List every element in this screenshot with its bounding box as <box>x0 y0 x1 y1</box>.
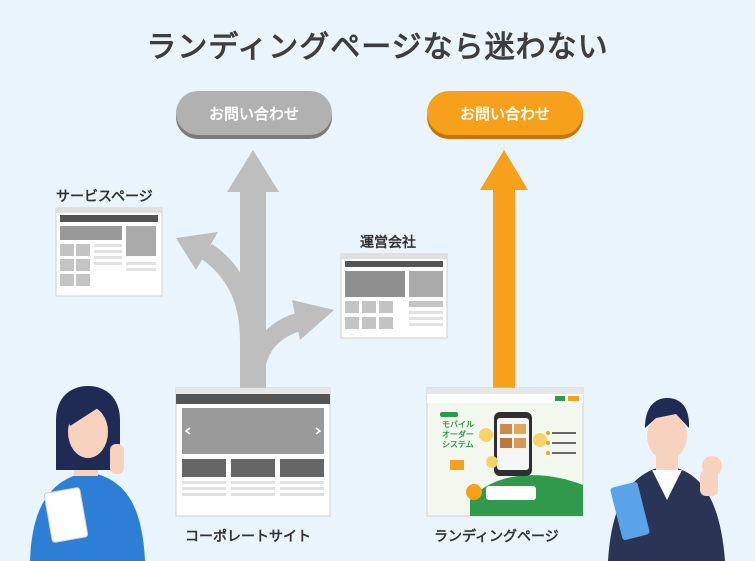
page-title: ランディングページなら迷わない <box>146 30 609 65</box>
label-company: 運営会社 <box>360 235 416 251</box>
arrow-head-up <box>227 150 279 192</box>
lp-headline: モバイル オーダー システム <box>442 420 474 450</box>
label-service-page: サービスページ <box>56 189 153 205</box>
gray-arrows <box>176 150 334 392</box>
arrow-head-right <box>292 300 334 340</box>
label-landing-page: ランディングページ <box>434 529 559 545</box>
company-page-mockup <box>340 253 448 339</box>
orange-arrow <box>480 150 528 392</box>
service-page-mockup <box>55 207 163 297</box>
landing-page-mockup <box>426 387 584 517</box>
arrow-head-left <box>176 232 218 270</box>
lp-headline-line-3: システム <box>442 440 474 449</box>
lp-headline-line-1: モバイル <box>442 420 474 429</box>
arrow-curve-right <box>250 312 304 365</box>
orange-arrow-head <box>480 150 528 190</box>
corporate-site-mockup <box>175 387 331 517</box>
woman-illustration <box>30 386 145 561</box>
contact-button-landing[interactable]: お問い合わせ <box>427 91 583 135</box>
lp-headline-line-2: オーダー <box>442 430 474 439</box>
contact-button-corporate[interactable]: お問い合わせ <box>176 91 332 135</box>
orange-arrow-shaft <box>493 188 515 392</box>
man-illustration <box>608 398 725 561</box>
label-corporate-site: コーポレートサイト <box>185 529 311 545</box>
arrow-curve-left <box>200 244 257 340</box>
